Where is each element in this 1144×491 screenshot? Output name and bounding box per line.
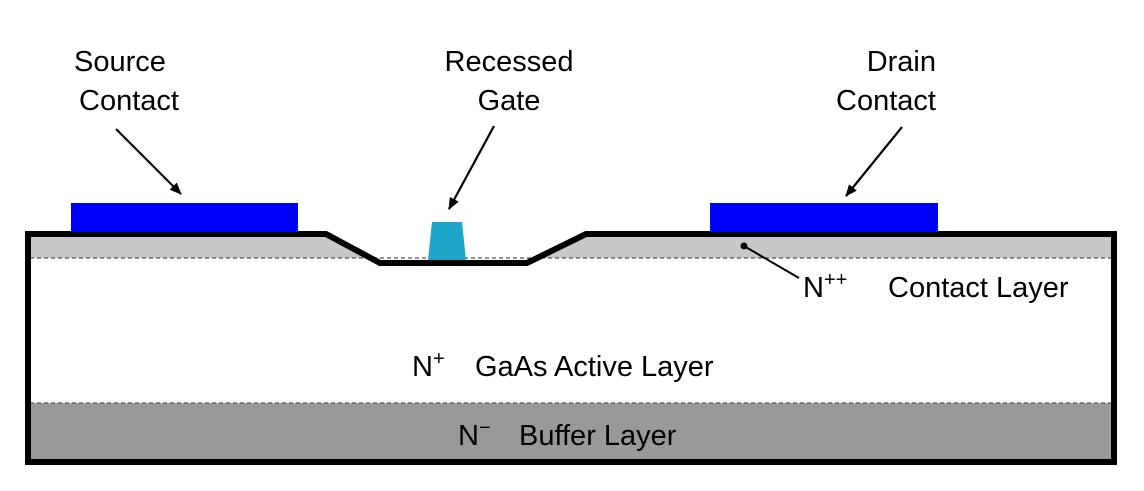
active-layer-symbol: N+ bbox=[412, 348, 445, 383]
active-layer-region bbox=[28, 258, 1114, 403]
buffer-layer-symbol-base: N bbox=[458, 420, 479, 452]
active-layer-text: GaAs Active Layer bbox=[475, 351, 714, 383]
contact-layer-symbol-base: N bbox=[803, 272, 824, 304]
drain-label-line1: Drain bbox=[867, 46, 936, 78]
contact-layer-label: N++ Contact Layer bbox=[803, 269, 1069, 304]
contact-layer-pointer-line bbox=[743, 245, 800, 279]
buffer-layer-region bbox=[28, 403, 1114, 462]
buffer-layer-label: N− Buffer Layer bbox=[458, 417, 677, 452]
active-layer-symbol-base: N bbox=[412, 351, 433, 383]
device-outline bbox=[25, 231, 1117, 465]
contact-layer-symbol: N++ bbox=[803, 269, 847, 304]
gate-label-line1: Recessed bbox=[445, 46, 574, 78]
source-arrow bbox=[115, 128, 182, 195]
drain-contact-metal bbox=[710, 203, 938, 232]
source-contact-metal bbox=[71, 203, 298, 232]
gate-label-line2: Gate bbox=[478, 85, 541, 117]
buffer-layer-text: Buffer Layer bbox=[519, 420, 677, 452]
source-label-line2: Contact bbox=[79, 85, 179, 117]
source-label-line1: Source bbox=[74, 46, 166, 78]
buffer-layer-symbol: N− bbox=[458, 417, 491, 452]
active-layer-label: N+ GaAs Active Layer bbox=[412, 348, 714, 383]
recessed-gate-metal bbox=[428, 222, 466, 260]
buffer-layer-symbol-sup: − bbox=[479, 417, 491, 439]
contact-layer-text: Contact Layer bbox=[888, 272, 1069, 304]
drain-label-line2: Contact bbox=[836, 85, 936, 117]
contact-layer-symbol-sup: ++ bbox=[824, 269, 847, 291]
active-layer-symbol-sup: + bbox=[433, 348, 445, 370]
device-body bbox=[25, 231, 1117, 465]
gate-arrow bbox=[448, 125, 495, 210]
contact-layer-region bbox=[28, 234, 1114, 263]
drain-arrow bbox=[845, 126, 903, 197]
